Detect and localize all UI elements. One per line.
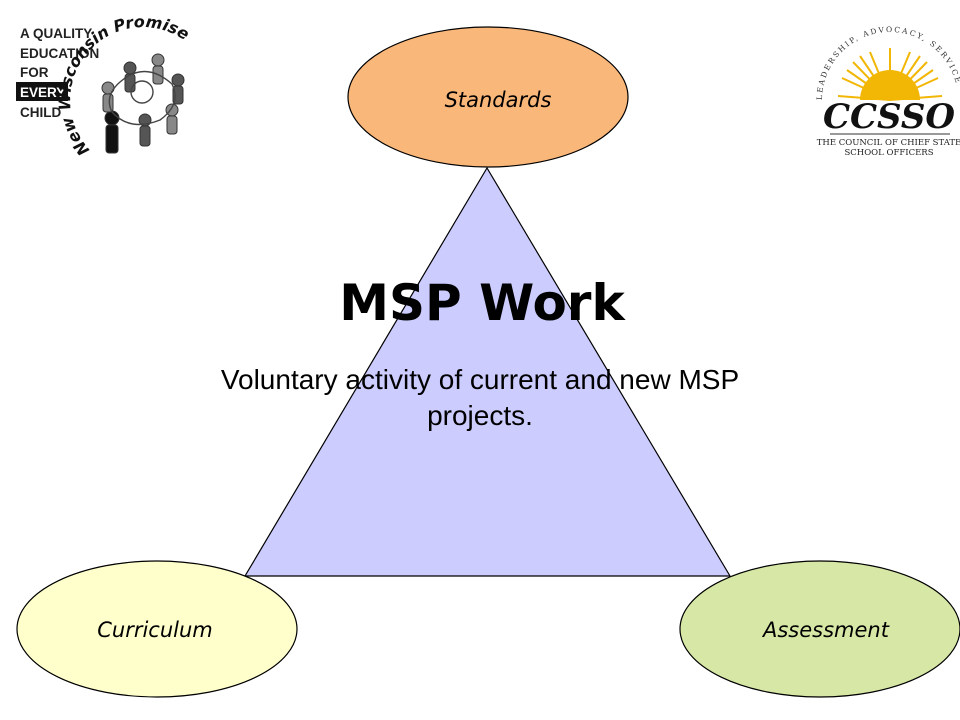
- slide-subtitle-line1: Voluntary activity of current and new MS…: [221, 364, 739, 395]
- sun-core-icon: [860, 70, 920, 100]
- slide-subtitle-line2: projects.: [427, 400, 533, 431]
- ccsso-sub-line2: SCHOOL OFFICERS: [844, 148, 933, 158]
- ccsso-acronym: CCSSO: [823, 97, 955, 137]
- wi-line5: CHILD: [20, 105, 61, 120]
- slide-title: MSP Work: [339, 274, 626, 332]
- wi-every-bar: [16, 82, 68, 101]
- ccsso-logo: LEADERSHIP, ADVOCACY, SERVICE CCSSO THE …: [815, 25, 960, 158]
- standards-node: Standards: [347, 26, 629, 168]
- ccsso-sub-line1: THE COUNCIL OF CHIEF STATE: [817, 138, 960, 148]
- wisconsin-logo: A QUALITY EDUCATION FOR EVERY CHILD New …: [16, 12, 193, 160]
- assessment-node: Assessment: [679, 560, 960, 698]
- children-ring-icon: [101, 53, 185, 154]
- diagram-triangle: [243, 166, 732, 577]
- wi-line1: A QUALITY: [20, 26, 92, 41]
- wi-line3: FOR: [20, 65, 49, 80]
- curriculum-node: Curriculum: [16, 560, 298, 698]
- assessment-label: Assessment: [761, 618, 890, 642]
- wi-line4: EVERY: [20, 85, 65, 100]
- standards-label: Standards: [445, 88, 552, 112]
- curriculum-label: Curriculum: [97, 618, 213, 642]
- wi-line2: EDUCATION: [20, 46, 99, 61]
